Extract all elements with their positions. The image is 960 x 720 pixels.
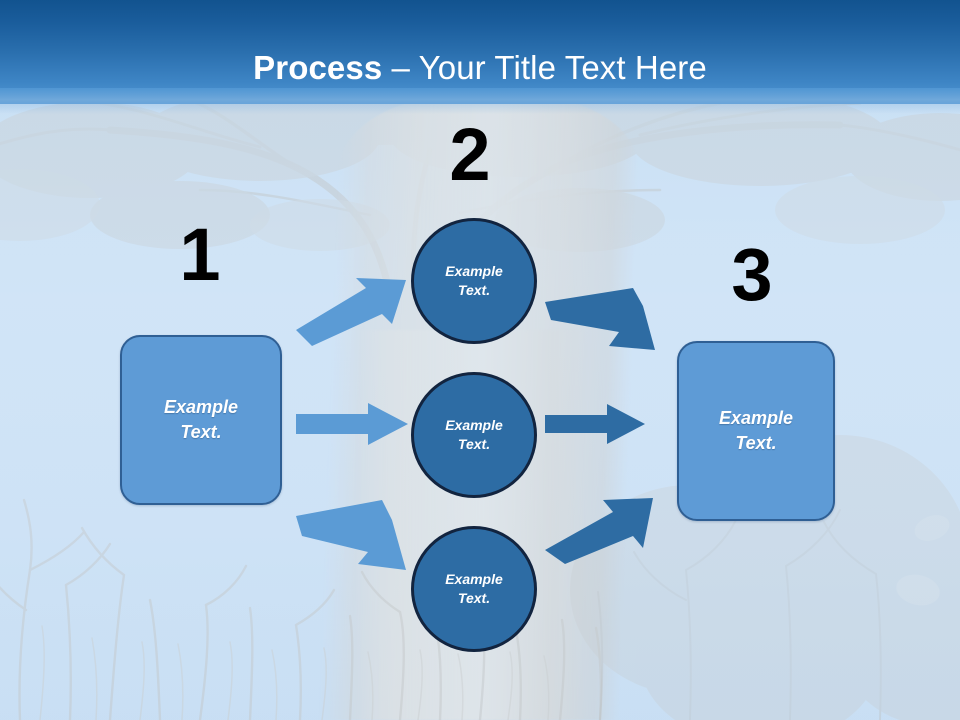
page-title: Process – Your Title Text Here <box>0 48 960 88</box>
step-box-left[interactable]: Example Text. <box>120 335 282 505</box>
step-box-right-line1: Example <box>718 408 794 428</box>
step-number-3: 3 <box>731 233 773 316</box>
page-title-rest: – Your Title Text Here <box>382 49 707 86</box>
arrow-middle-circle-to-right <box>545 404 645 444</box>
step-box-right-line2: Text. <box>735 433 777 453</box>
step-box-left-text: Example Text. <box>164 395 238 445</box>
step-box-right[interactable]: Example Text. <box>677 341 835 521</box>
title-bar-fade <box>0 88 960 114</box>
page-title-bold: Process <box>253 49 383 86</box>
step-circle-middle-text: Example Text. <box>445 416 503 454</box>
step-box-left-line2: Text. <box>180 422 222 442</box>
step-circle-top-line1: Example <box>445 263 503 279</box>
arrow-left-to-middle-circle <box>296 403 408 445</box>
step-circle-top[interactable]: Example Text. <box>411 218 537 344</box>
step-box-right-text: Example Text. <box>719 406 793 456</box>
arrow-top-circle-to-right <box>545 288 655 350</box>
arrow-bottom-circle-to-right <box>545 498 653 564</box>
step-number-2: 2 <box>449 113 491 196</box>
step-circle-bottom-line1: Example <box>445 571 503 587</box>
step-circle-top-line2: Text. <box>457 282 491 298</box>
step-box-left-line1: Example <box>163 397 239 417</box>
arrow-left-to-top-circle <box>296 278 406 346</box>
step-circle-middle-line1: Example <box>445 417 503 433</box>
step-number-1: 1 <box>179 213 221 296</box>
step-circle-bottom-line2: Text. <box>457 590 491 606</box>
step-circle-bottom[interactable]: Example Text. <box>411 526 537 652</box>
step-circle-top-text: Example Text. <box>445 262 503 300</box>
title-bar <box>0 0 960 104</box>
step-circle-middle[interactable]: Example Text. <box>411 372 537 498</box>
arrow-left-to-bottom-circle <box>296 500 406 570</box>
step-circle-middle-line2: Text. <box>457 436 491 452</box>
step-circle-bottom-text: Example Text. <box>445 570 503 608</box>
